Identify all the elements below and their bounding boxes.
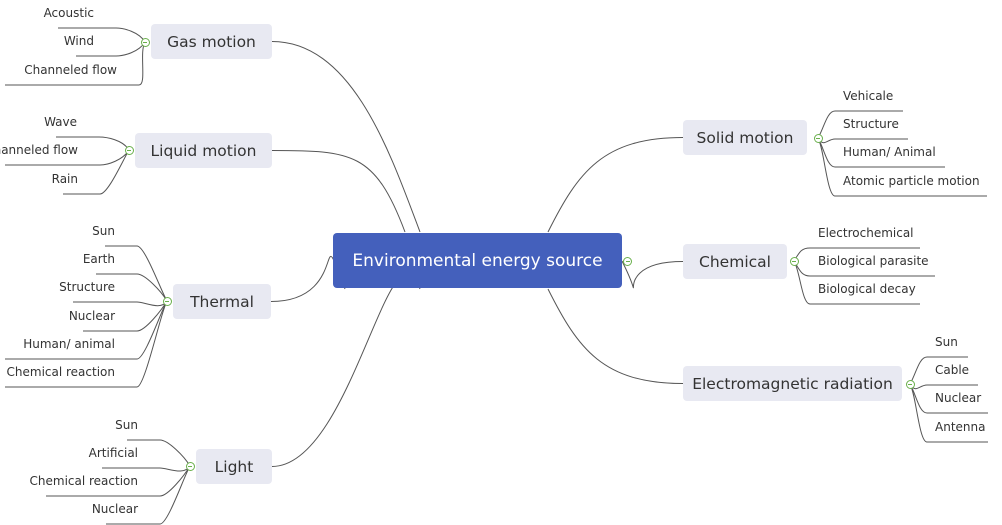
topic-solid[interactable]: Solid motion [683,120,807,155]
leaf-connector [105,245,168,302]
topic-liquid[interactable]: Liquid motion [135,133,272,168]
leaf-solid[interactable]: Atomic particle motion [843,174,980,188]
leaf-thermal[interactable]: Nuclear [68,309,115,323]
topic-gas[interactable]: Gas motion [151,24,272,59]
leaf-light[interactable]: Artificial [88,446,138,460]
leaf-thermal[interactable]: Earth [82,252,115,266]
collapse-toggle-icon[interactable] [905,379,915,389]
leaf-chemical[interactable]: Electrochemical [818,226,914,240]
leaf-gas[interactable]: Wind [63,34,94,48]
leaf-connector [817,137,987,197]
leaf-connector [909,383,988,443]
leaf-liquid[interactable]: Rain [51,172,78,186]
leaf-connector [817,137,908,144]
branch-connector [547,288,684,384]
leaf-em[interactable]: Antenna [935,420,986,434]
topic-label: Light [214,457,254,476]
leaf-light[interactable]: Nuclear [91,502,138,516]
topic-label: Solid motion [696,128,794,147]
leaf-solid[interactable]: Vehicale [843,89,894,103]
collapse-toggle-icon[interactable] [162,296,172,306]
topic-label: Gas motion [167,32,256,51]
collapse-toggle-icon[interactable] [623,257,632,266]
leaf-thermal[interactable]: Structure [59,280,115,294]
leaf-solid[interactable]: Human/ Animal [843,145,936,159]
branch-connector [547,137,684,233]
leaf-liquid[interactable]: Wave [44,115,77,129]
topic-label: Electromagnetic radiation [692,374,893,393]
leaf-connector [5,300,168,388]
branch-connector [271,41,421,233]
collapse-toggle-icon[interactable] [789,256,799,266]
leaf-light[interactable]: Sun [115,418,138,432]
branch-connector [271,273,421,467]
leaf-light[interactable]: Chemical reaction [29,474,138,488]
leaf-thermal[interactable]: Chemical reaction [6,365,115,379]
leaf-thermal[interactable]: Sun [92,224,115,238]
leaf-chemical[interactable]: Biological decay [818,282,916,296]
topic-chemical[interactable]: Chemical [683,244,787,279]
topic-light[interactable]: Light [196,449,272,484]
branch-connector [271,150,406,233]
branch-connector [621,260,684,289]
topic-label: Chemical [699,252,771,271]
leaf-chemical[interactable]: Biological parasite [818,254,929,268]
leaf-thermal[interactable]: Human/ animal [23,337,115,351]
topic-label: Liquid motion [150,141,257,160]
leaf-connector [106,465,191,525]
leaf-connector [73,300,168,307]
leaf-solid[interactable]: Structure [843,117,899,131]
collapse-toggle-icon[interactable] [124,145,134,155]
leaf-em[interactable]: Cable [935,363,970,377]
collapse-toggle-icon[interactable] [813,133,823,143]
collapse-toggle-icon[interactable] [185,461,195,471]
topic-thermal[interactable]: Thermal [173,284,271,319]
leaf-em[interactable]: Sun [935,335,958,349]
collapse-toggle-icon[interactable] [140,37,150,47]
leaf-em[interactable]: Nuclear [935,391,982,405]
topic-label: Thermal [190,292,254,311]
leaf-liquid[interactable]: Channeled flow [0,143,78,157]
topic-em[interactable]: Electromagnetic radiation [683,366,902,401]
central-topic-label: Environmental energy source [352,250,603,271]
leaf-connector [102,465,191,472]
leaf-gas[interactable]: Channeled flow [24,63,117,77]
leaf-gas[interactable]: Acoustic [43,6,94,20]
central-topic[interactable]: Environmental energy source [333,233,622,288]
leaf-connector [909,383,978,390]
